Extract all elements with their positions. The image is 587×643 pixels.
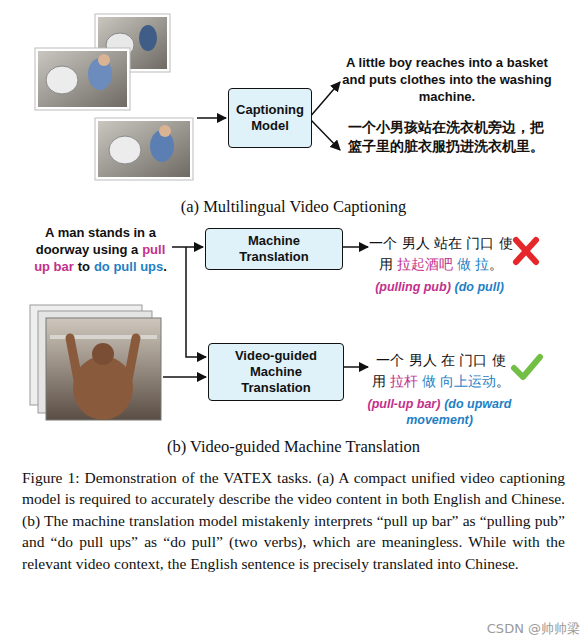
text-run: (b) Video-guided Machine Translation <box>167 437 420 456</box>
text-run: CSDN @帅帅梁 <box>487 621 580 636</box>
text-run: 一个小男孩站在洗衣机旁边，把篮子里的脏衣服扔进洗衣机里。 <box>348 119 544 154</box>
watermark: CSDN @帅帅梁 <box>440 620 580 638</box>
gloss-note: (pulling pub) (do pull) <box>352 279 527 295</box>
text-run: (a) Multilingual Video Captioning <box>181 197 407 216</box>
box-label: Machine Translation <box>212 233 336 265</box>
text-run: to <box>78 259 90 274</box>
input-sentence: A man stands in a doorway using apull up… <box>28 224 173 275</box>
wrong-mark <box>516 240 536 262</box>
text-run: . <box>163 259 167 274</box>
flow-arrow <box>342 246 368 248</box>
text-run: 做 拉 <box>457 256 489 272</box>
subfigure-caption: (a) Multilingual Video Captioning <box>0 197 587 217</box>
text-run: 拉杆 <box>390 373 418 389</box>
translation-output: 一个 男人 站在 门口 使用拉起酒吧做 拉。 <box>368 233 514 275</box>
video-frame <box>95 118 193 180</box>
flow-arrow <box>197 117 226 119</box>
text-run: (do pull) <box>455 280 504 294</box>
figure-caption: Figure 1: Demonstration of the VATEX tas… <box>22 467 565 574</box>
text-run: do pull ups <box>94 259 163 274</box>
output-sentence: 一个小男孩站在洗衣机旁边，把篮子里的脏衣服扔进洗衣机里。 <box>346 118 546 156</box>
text-run: A man stands in a doorway using a <box>36 225 156 257</box>
video-frame <box>30 305 161 420</box>
video-frame <box>35 48 130 110</box>
translation-output: 一个 男人 在 门口 使用拉杆做 向上运动。 <box>368 350 514 392</box>
process-box: Machine Translation <box>205 228 343 270</box>
subfigure-caption: (b) Video-guided Machine Translation <box>0 437 587 457</box>
output-sentence: A little boy reaches into a basket and p… <box>338 54 556 105</box>
text-run: 。 <box>489 256 503 272</box>
text-run: 。 <box>496 373 510 389</box>
box-label: Video-guided Machine Translation <box>215 348 337 396</box>
flow-arrow <box>309 118 340 150</box>
text-run: (pulling pub) <box>375 280 451 294</box>
text-run: A little boy reaches into a basket and p… <box>342 55 551 104</box>
flow-arrow <box>163 376 206 378</box>
text-run: 做 向上运动 <box>422 373 496 389</box>
gloss-note: (pull-up bar)(do upward movement) <box>352 396 527 428</box>
flow-arrow <box>172 246 203 248</box>
correct-mark <box>514 357 540 377</box>
text-run: 拉起酒吧 <box>397 256 453 272</box>
flow-arrow <box>309 82 340 118</box>
flow-arrow <box>343 366 368 368</box>
flow-arrow <box>186 247 206 357</box>
text-run: (pull-up bar) <box>367 397 440 411</box>
video-frame <box>95 14 170 72</box>
box-label: Captioning Model <box>235 102 305 134</box>
process-box: Captioning Model <box>228 88 312 148</box>
process-box: Video-guided Machine Translation <box>208 343 344 401</box>
